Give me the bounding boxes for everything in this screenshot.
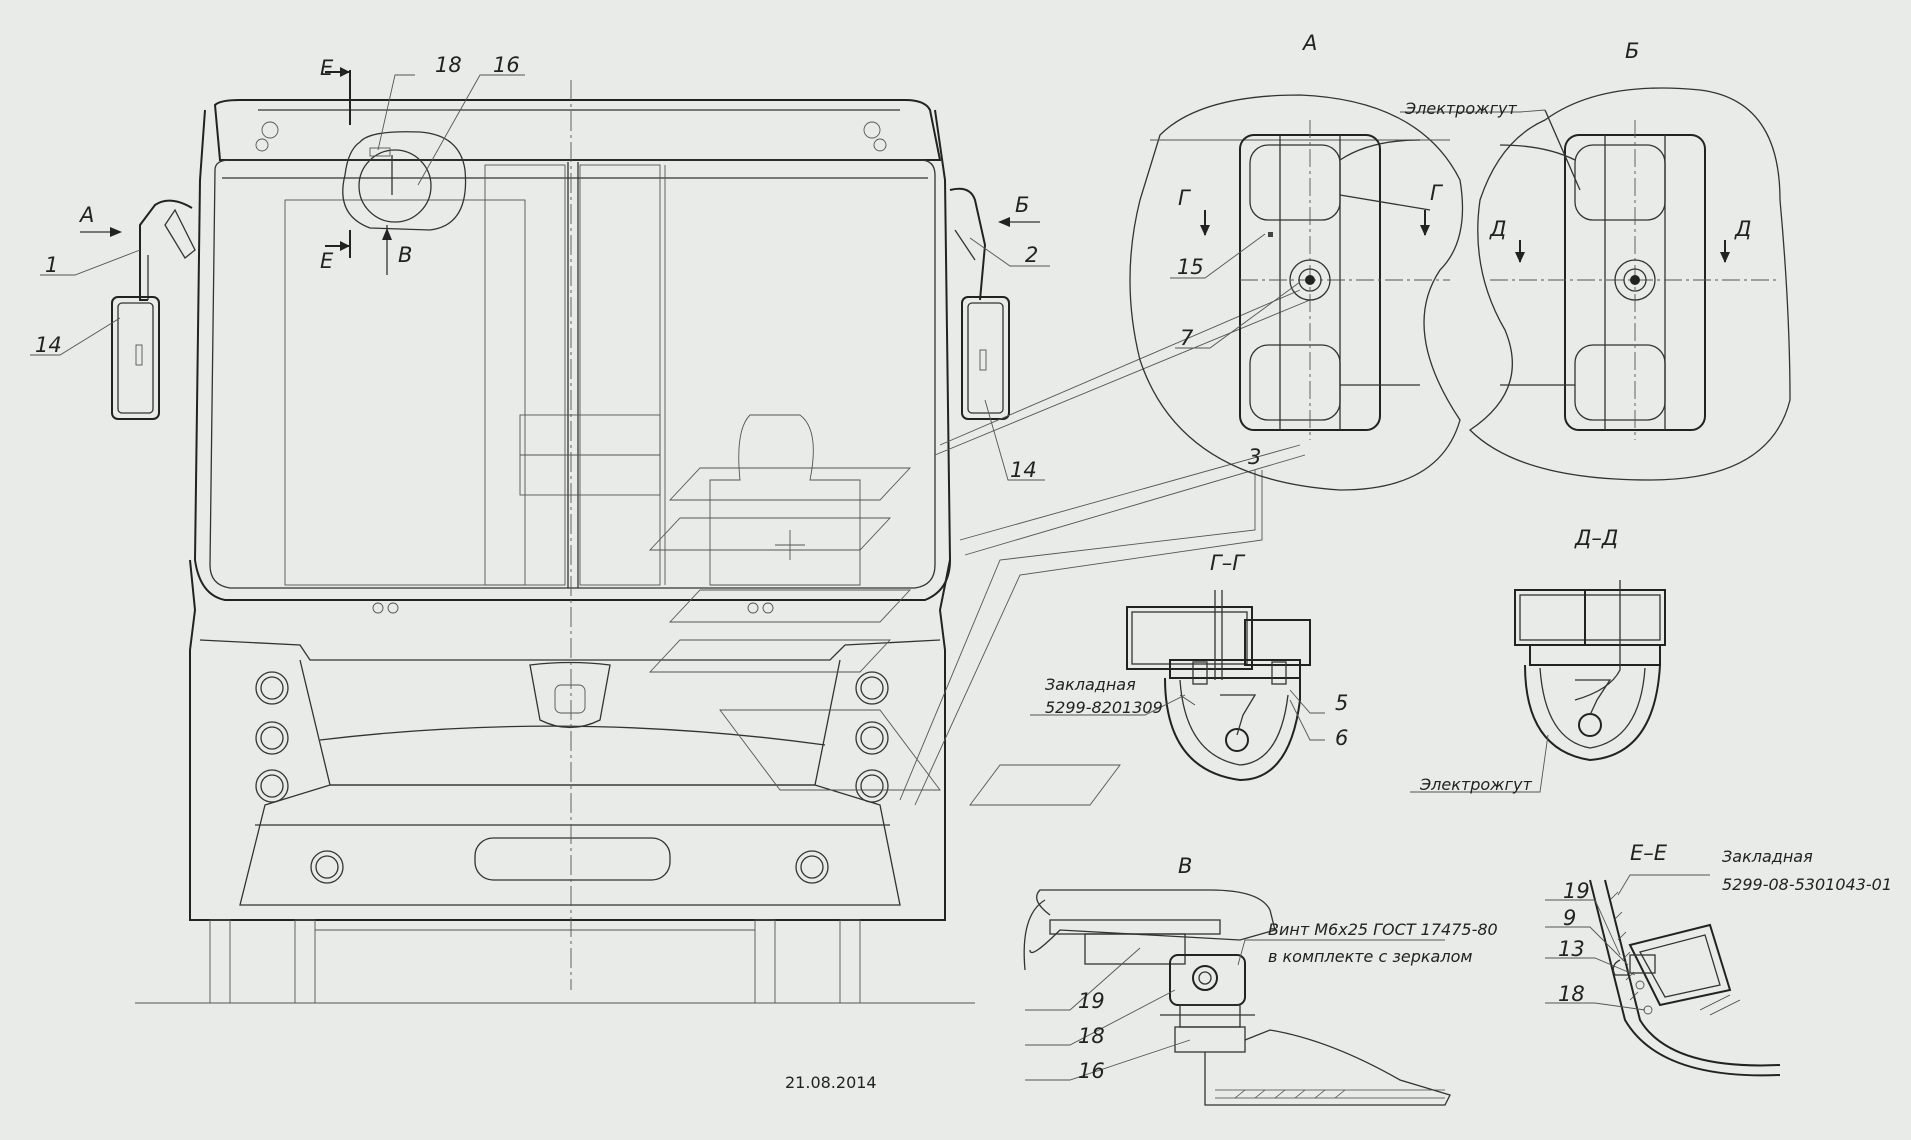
callout-18-v: 18 bbox=[1078, 1024, 1105, 1048]
section-g-g bbox=[1126, 590, 1311, 782]
callout-18-e: 18 bbox=[1558, 982, 1585, 1006]
drawing-date: 21.08.2014 bbox=[785, 1073, 877, 1092]
note-embed-e: Закладная bbox=[1722, 847, 1813, 866]
note-screw: Винт М6х25 ГОСТ 17475-80 bbox=[1268, 920, 1498, 939]
mirror-left bbox=[111, 199, 196, 420]
callout-3: 3 bbox=[1248, 445, 1261, 469]
callout-14-left: 14 bbox=[35, 333, 62, 357]
callout-1: 1 bbox=[45, 253, 58, 277]
headlamp-cluster-left bbox=[255, 671, 344, 884]
section-marks bbox=[80, 67, 1040, 275]
section-mark-e-bottom: Е bbox=[320, 249, 334, 273]
cancellation-mark bbox=[648, 467, 1121, 806]
section-e-e-title: Е–Е bbox=[1630, 841, 1668, 865]
callout-13: 13 bbox=[1558, 937, 1585, 961]
detail-view-a bbox=[1129, 94, 1464, 491]
section-g-g-title: Г–Г bbox=[1210, 551, 1246, 575]
section-mark-d-right: Д bbox=[1734, 217, 1751, 241]
text-labels: А Б В Г–Г Д–Д Е–Е Е Е В А Б Г Г Д Д 1 14… bbox=[35, 31, 1892, 1092]
view-b-title: Б bbox=[1625, 39, 1639, 63]
callout-19-v: 19 bbox=[1078, 989, 1105, 1013]
note-harness-top: Электрожгут bbox=[1404, 99, 1517, 118]
callout-15: 15 bbox=[1177, 255, 1204, 279]
view-a-title: А bbox=[1301, 31, 1317, 55]
headlamp-cluster-right bbox=[795, 671, 889, 884]
callout-9: 9 bbox=[1563, 906, 1576, 930]
callout-2: 2 bbox=[1025, 243, 1038, 267]
mirror-right bbox=[949, 187, 1010, 420]
view-mark-b: Б bbox=[1015, 193, 1029, 217]
callout-14-right: 14 bbox=[1010, 458, 1037, 482]
callout-18-top: 18 bbox=[435, 53, 462, 77]
view-mark-v: В bbox=[398, 243, 412, 267]
section-d-d-title: Д–Д bbox=[1574, 526, 1618, 550]
callout-19-e: 19 bbox=[1563, 879, 1590, 903]
note-kit: в комплекте с зеркалом bbox=[1268, 947, 1472, 966]
note-embed-g: Закладная bbox=[1045, 675, 1136, 694]
section-mark-e-top: Е bbox=[320, 56, 334, 80]
callout-7: 7 bbox=[1180, 326, 1194, 350]
bus-front-view bbox=[111, 80, 1010, 1004]
note-embed-part-e: 5299-08-5301043-01 bbox=[1722, 875, 1892, 894]
note-harness-bottom: Электрожгут bbox=[1419, 775, 1532, 794]
callout-16-v: 16 bbox=[1078, 1059, 1105, 1083]
section-mark-g-right: Г bbox=[1430, 181, 1444, 205]
callout-5: 5 bbox=[1335, 691, 1348, 715]
section-mark-g-left: Г bbox=[1178, 186, 1192, 210]
view-mark-a: А bbox=[78, 203, 94, 227]
detail-view-b bbox=[1468, 87, 1791, 481]
section-d-d bbox=[1514, 580, 1666, 762]
section-e-e bbox=[1589, 879, 1781, 1077]
detail-view-v bbox=[1023, 889, 1451, 1106]
callout-16-top: 16 bbox=[493, 53, 520, 77]
callout-6: 6 bbox=[1335, 726, 1348, 750]
section-mark-d-left: Д bbox=[1489, 217, 1506, 241]
note-embed-part-g: 5299-8201309 bbox=[1045, 698, 1163, 717]
view-v-title: В bbox=[1178, 854, 1192, 878]
callout-leaders bbox=[30, 74, 1710, 1081]
